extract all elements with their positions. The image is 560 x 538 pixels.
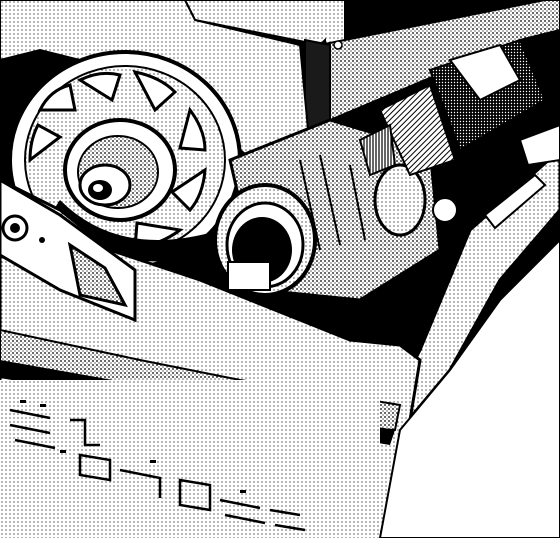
- bumper-corner: [378, 238, 560, 538]
- alternator: [213, 118, 458, 302]
- grille-pattern: [0, 380, 380, 538]
- right-bracket: [358, 38, 547, 177]
- front-lamp-unit: [0, 178, 137, 323]
- top-box-housing: [183, 0, 560, 173]
